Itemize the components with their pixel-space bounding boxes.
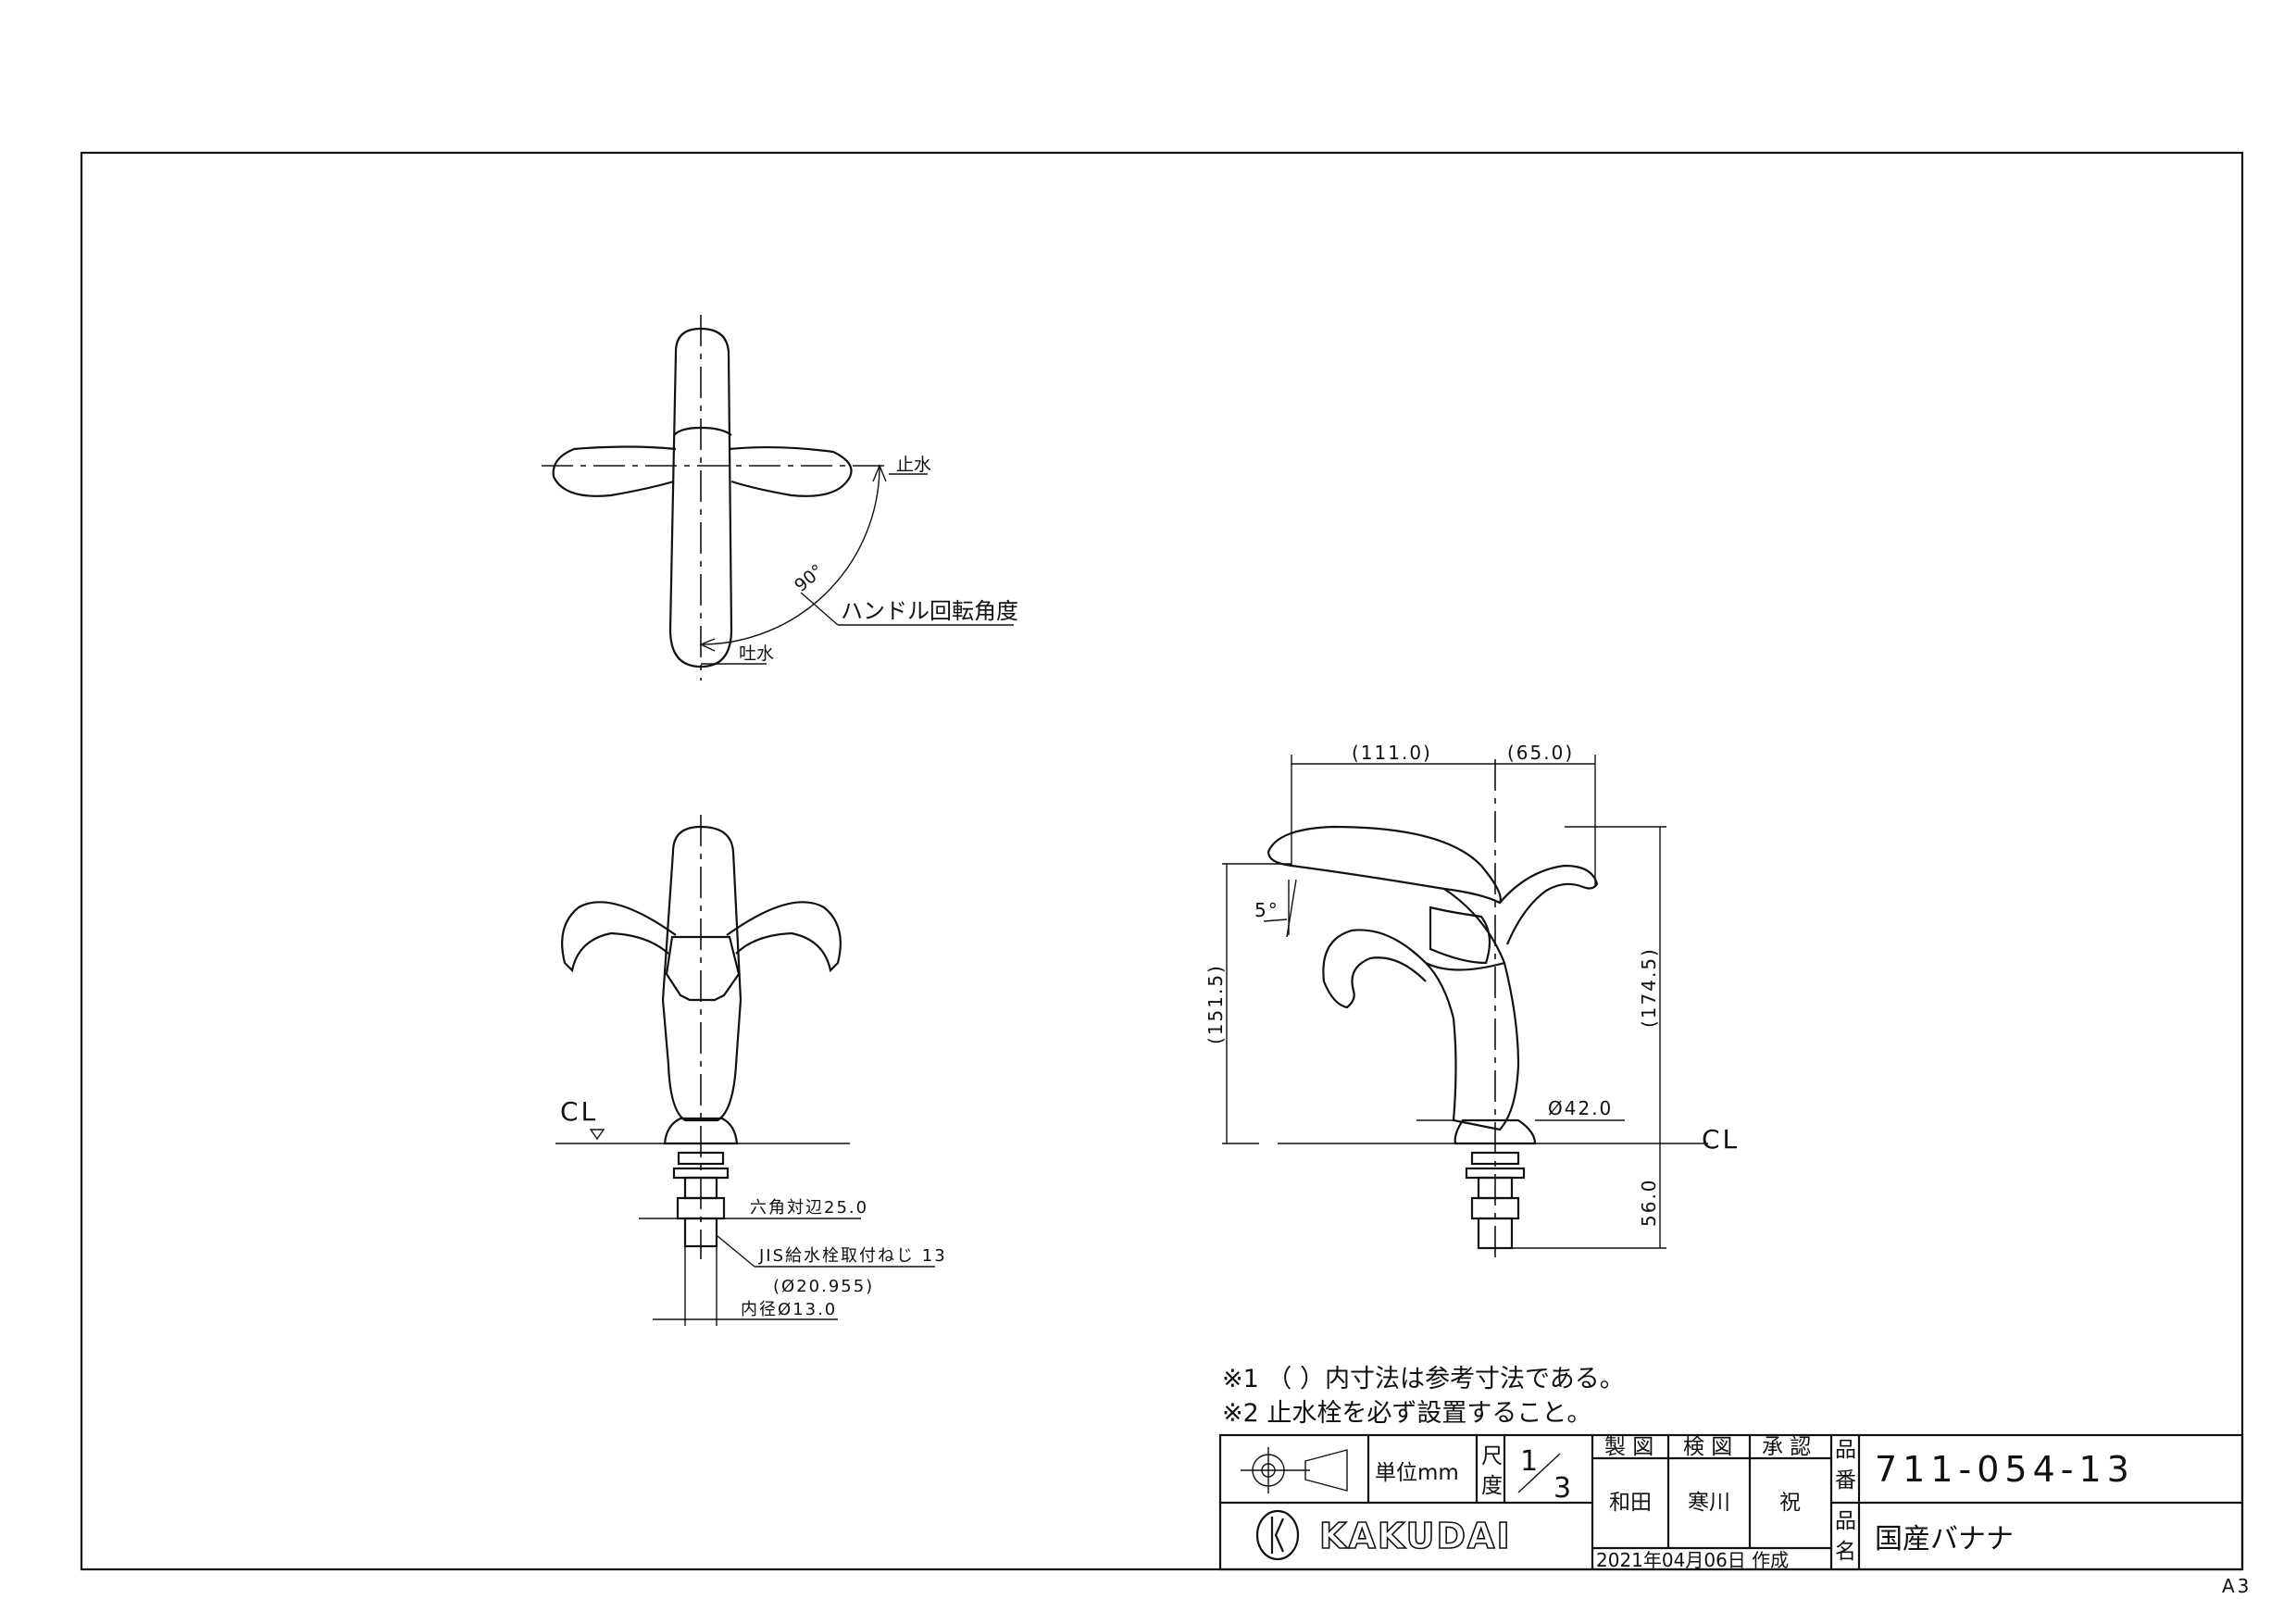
spout-label: 吐水 — [739, 643, 774, 664]
stop-label: 止水 — [896, 455, 931, 475]
checked-label: 検 図 — [1683, 1435, 1732, 1459]
approved-by: 祝 — [1779, 1491, 1801, 1515]
dim-dia42: Ø42.0 — [1548, 1097, 1613, 1119]
front-view: CL 六角対辺25.0 JIS給水栓取付ねじ 13 (Ø20.955) 内径Ø1… — [555, 815, 947, 1326]
unit-label: 単位mm — [1375, 1461, 1459, 1485]
drawing-date: 2021年04月06日 作成 — [1596, 1549, 1789, 1571]
hex-label: 六角対辺25.0 — [750, 1198, 868, 1218]
approved-label: 承 認 — [1762, 1435, 1811, 1459]
dim-angle: 5° — [1254, 899, 1279, 921]
note-1: ※1 （ ）内寸法は参考寸法である。 — [1222, 1365, 1625, 1393]
projection-symbol-icon — [1241, 1447, 1348, 1493]
part-name-label-2: 名 — [1835, 1540, 1856, 1564]
scale-label-2: 度 — [1481, 1474, 1503, 1498]
part-name-label-1: 品 — [1835, 1509, 1856, 1533]
brand-text: KAKUDAI — [1319, 1516, 1512, 1556]
scale-denominator: 3 — [1554, 1472, 1571, 1505]
drawn-label: 製 図 — [1604, 1435, 1653, 1459]
thread-dia-label: (Ø20.955) — [773, 1277, 874, 1296]
drawn-by: 和田 — [1609, 1491, 1652, 1515]
front-cl-label: CL — [560, 1096, 598, 1127]
dim-174: (174.5) — [1638, 947, 1660, 1028]
inner-dia-label: 内径Ø13.0 — [741, 1300, 837, 1319]
thread-label: JIS給水栓取付ねじ 13 — [758, 1246, 947, 1266]
part-number: 711-054-13 — [1875, 1449, 2135, 1490]
dim-56: 56.0 — [1638, 1178, 1660, 1227]
dim-151: (151.5) — [1204, 964, 1227, 1044]
part-no-label-2: 番 — [1835, 1468, 1856, 1493]
top-view: 止水 吐水 90° ハンドル回転角度 — [542, 315, 1018, 681]
angle-label: 90° — [791, 560, 828, 596]
dim-65: (65.0) — [1507, 742, 1574, 764]
handle-rotation-label: ハンドル回転角度 — [841, 598, 1018, 624]
part-no-label-1: 品 — [1835, 1438, 1856, 1462]
title-block: 単位mm 尺 度 1 3 製 図 検 図 承 認 和田 寒川 祝 2021年04… — [1218, 1433, 2244, 1571]
kakudai-logo: KAKUDAI — [1255, 1509, 1512, 1561]
side-cl-label: CL — [1702, 1124, 1740, 1155]
scale-numerator: 1 — [1520, 1445, 1538, 1478]
dim-111: (111.0) — [1352, 742, 1432, 764]
part-name: 国産バナナ — [1875, 1523, 2014, 1555]
drawing-frame — [80, 151, 2244, 1571]
sheet-size: A3 — [2222, 1575, 2252, 1597]
side-view: CL (111.0) (65.0) (151.5) (174.5) 56.0 5… — [1204, 742, 1740, 1259]
note-2: ※2 止水栓を必ず設置すること。 — [1222, 1399, 1591, 1428]
scale-label-1: 尺 — [1481, 1444, 1503, 1468]
checked-by: 寒川 — [1688, 1491, 1730, 1515]
